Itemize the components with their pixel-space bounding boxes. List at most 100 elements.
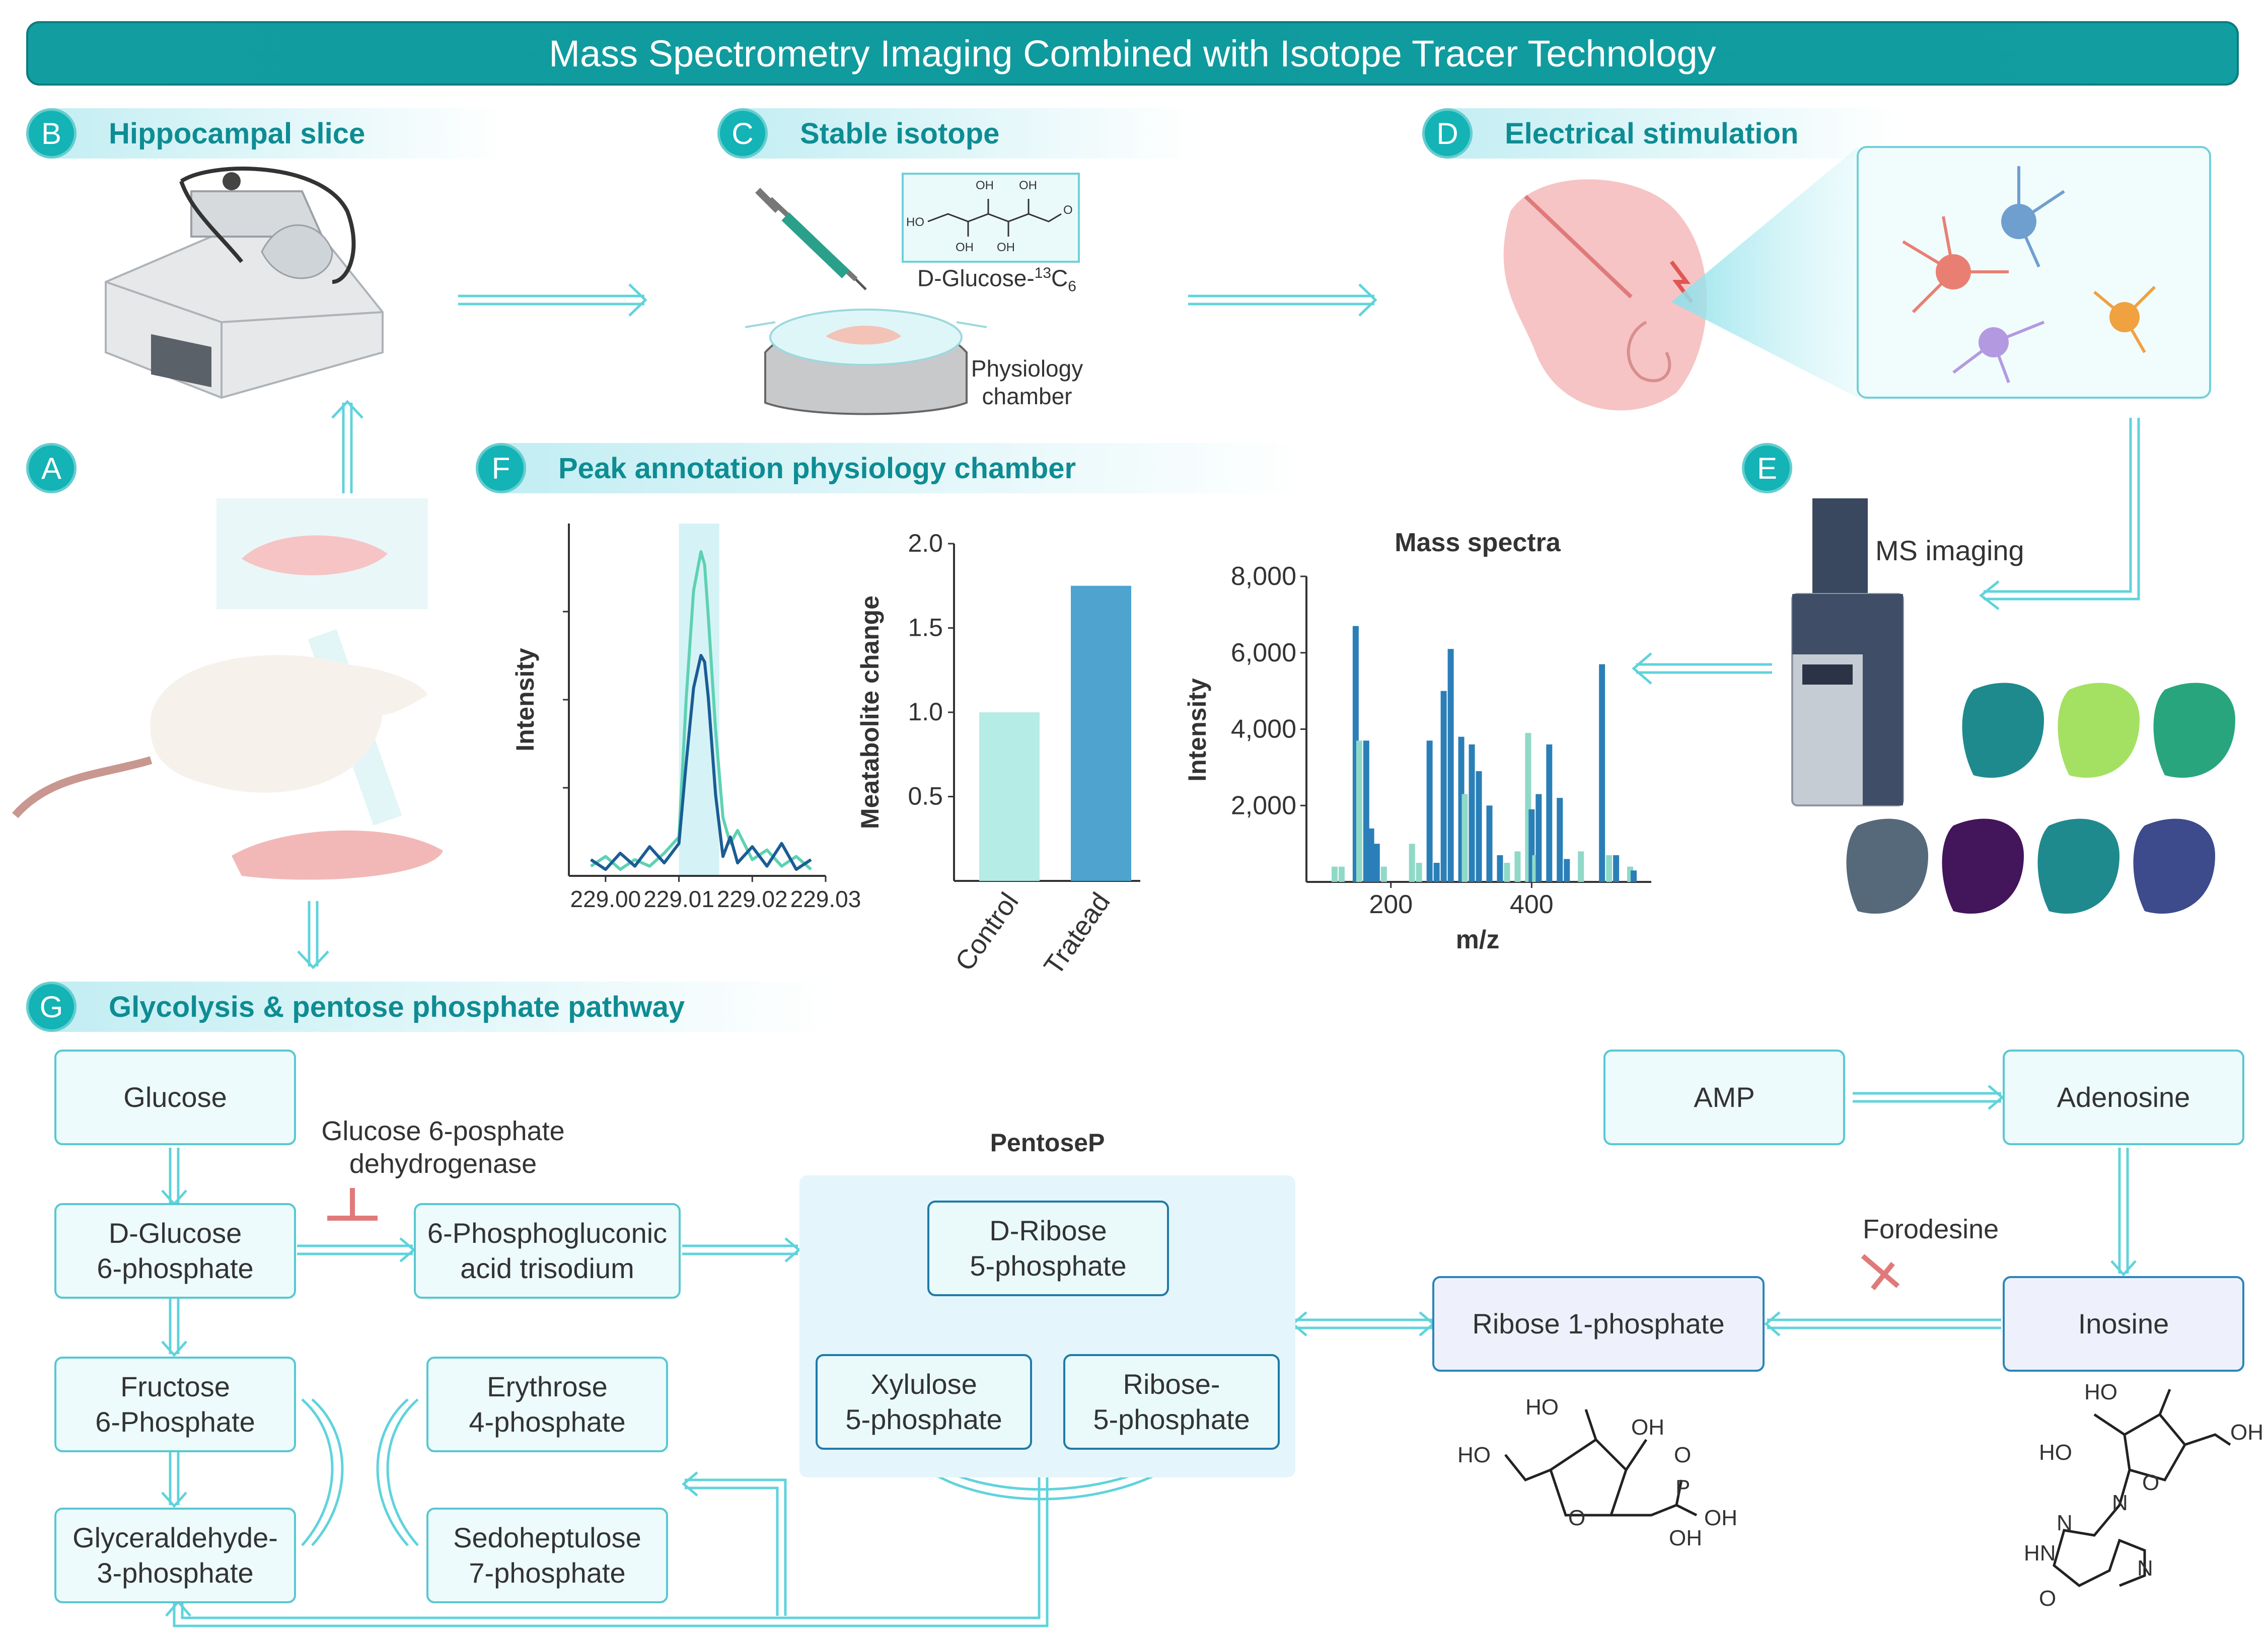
- section-b-letter: B: [26, 108, 77, 159]
- node-ribose-1-phosphate: Ribose 1-phosphate: [1432, 1276, 1765, 1372]
- node-label-line1: Fructose: [120, 1371, 230, 1402]
- x-tick-label: 229.00: [570, 886, 641, 912]
- isotope-compound: D-Glucose-: [917, 265, 1035, 291]
- node-xylulose-5-phosphate: Xylulose 5-phosphate: [816, 1354, 1032, 1450]
- section-c-title: Stable isotope: [800, 117, 1000, 150]
- node-6-phosphogluconic-acid: 6-Phosphogluconic acid trisodium: [414, 1203, 681, 1299]
- y-tick-label: 0.5: [908, 782, 943, 810]
- chamber-label-line1: Physiology: [971, 355, 1083, 382]
- y-tick-label: 2.0: [908, 529, 943, 557]
- node-d-ribose-5-phosphate: D-Ribose 5-phosphate: [927, 1201, 1169, 1296]
- inosine-hn: HN: [2024, 1541, 2056, 1566]
- chart-title: Mass spectra: [1395, 528, 1561, 557]
- section-e-header: E: [1742, 443, 1792, 493]
- inosine-oh: OH: [2230, 1420, 2263, 1445]
- spectrum-bar: [1380, 866, 1387, 882]
- r1p-p: P: [1675, 1475, 1691, 1500]
- physiology-chamber-label: Physiology chamber: [959, 355, 1095, 410]
- section-c-header: C Stable isotope: [717, 108, 1196, 159]
- syringe-illustration: [755, 188, 867, 290]
- node-glyceraldehyde-3-phosphate: Glyceraldehyde- 3-phosphate: [54, 1508, 296, 1603]
- section-a-header: A: [26, 443, 77, 493]
- node-label-line2: 5-phosphate: [1093, 1403, 1250, 1435]
- glucose-oh-2: OH: [1019, 179, 1037, 192]
- node-label-line2: 5-phosphate: [970, 1250, 1127, 1282]
- node-label-line2: 7-phosphate: [469, 1557, 626, 1589]
- ms-instrument-illustration: [1791, 498, 1904, 806]
- x-tick-label: Tratead: [1038, 887, 1116, 980]
- r1p-oh: OH: [1631, 1415, 1664, 1440]
- inosine-n-7: N: [2137, 1556, 2153, 1581]
- spectrum-bar: [1486, 805, 1493, 882]
- spectrum-bar: [1476, 771, 1482, 882]
- node-erythrose-4-phosphate: Erythrose 4-phosphate: [426, 1357, 668, 1452]
- section-f-header: F Peak annotation physiology chamber: [476, 443, 1306, 493]
- node-label-line1: Ribose-: [1123, 1368, 1220, 1400]
- x-axis-label: m/z: [1456, 925, 1500, 954]
- glucose-oh-3: OH: [956, 241, 974, 254]
- node-label-line2: 4-phosphate: [469, 1406, 626, 1438]
- glucose-oh-1: OH: [976, 179, 994, 192]
- spectrum-bar: [1461, 794, 1468, 882]
- bar-control: [979, 712, 1040, 881]
- node-label-line1: Sedoheptulose: [453, 1522, 641, 1553]
- ribose-1-phosphate-structure: [1504, 1409, 1698, 1517]
- r1p-p-oh-1: OH: [1704, 1506, 1737, 1530]
- physiology-chamber-illustration: [745, 173, 1080, 415]
- node-inosine: Inosine: [2003, 1276, 2244, 1372]
- spectrum-bar: [1606, 855, 1613, 882]
- spectrum-bar: [1514, 851, 1521, 882]
- r1p-p-oh-2: OH: [1669, 1526, 1702, 1550]
- y-tick-label: 6,000: [1231, 638, 1296, 667]
- y-tick-label: 2,000: [1231, 791, 1296, 820]
- r1p-ho-top: HO: [1525, 1395, 1559, 1420]
- x-tick-label: 200: [1369, 890, 1413, 919]
- y-axis-label: Intensity: [511, 648, 539, 752]
- isotope-count: 6: [1068, 278, 1076, 295]
- node-sedoheptulose-7-phosphate: Sedoheptulose 7-phosphate: [426, 1508, 668, 1603]
- section-f-letter: F: [476, 443, 526, 493]
- node-label-line2: 3-phosphate: [97, 1557, 254, 1589]
- spectrum-bar: [1631, 870, 1637, 882]
- section-g-letter: G: [26, 982, 77, 1032]
- node-label-line1: Erythrose: [487, 1371, 608, 1402]
- node-label-line1: 6-Phosphogluconic: [427, 1217, 668, 1249]
- spectrum-bar: [1331, 866, 1338, 882]
- spectrum-bar: [1578, 851, 1584, 882]
- brain-stimulation-illustration: [1503, 146, 2211, 411]
- y-axis-label: Meatabolite change: [856, 595, 884, 829]
- enzyme-label-line1: Glucose 6-posphate: [321, 1116, 565, 1146]
- inosine-ring-o: O: [2142, 1470, 2160, 1495]
- glucose-oh-4: OH: [997, 241, 1015, 254]
- y-axis-label: Intensity: [1183, 678, 1211, 782]
- section-d-title: Electrical stimulation: [1505, 117, 1799, 150]
- spectrum-bar: [1497, 855, 1503, 882]
- inhibition-marks: [327, 1188, 1900, 1291]
- r1p-p-o: O: [1674, 1443, 1692, 1467]
- r1p-ring-o: O: [1568, 1506, 1586, 1530]
- spectrum-bar: [1409, 844, 1415, 882]
- glucose-o: O: [1063, 203, 1073, 217]
- x-tick-label: 229.03: [790, 886, 861, 912]
- section-d-letter: D: [1422, 108, 1473, 159]
- section-c-letter: C: [717, 108, 768, 159]
- enzyme-label: Glucose 6-posphate dehydrogenase: [302, 1115, 584, 1180]
- spectrum-bar: [1426, 740, 1433, 882]
- inosine-ho-top: HO: [2084, 1380, 2117, 1404]
- node-d-glucose-6-phosphate: D-Glucose 6-phosphate: [54, 1203, 296, 1299]
- node-label-line1: Glyceraldehyde-: [72, 1522, 278, 1553]
- x-tick-label: 229.01: [643, 886, 714, 912]
- page-title: Mass Spectrometry Imaging Combined with …: [26, 21, 2239, 86]
- y-tick-label: 8,000: [1231, 562, 1296, 591]
- x-tick-label: 229.02: [717, 886, 788, 912]
- spectrum-bar: [1564, 859, 1570, 882]
- section-f-title: Peak annotation physiology chamber: [558, 452, 1076, 485]
- spectrum-bar: [1447, 649, 1454, 882]
- spectrum-bar: [1338, 866, 1345, 882]
- spectrum-bar: [1363, 740, 1369, 882]
- y-tick-label: 1.0: [908, 698, 943, 726]
- spectrum-bar: [1535, 794, 1542, 882]
- ms-imaging-label: MS imaging: [1875, 535, 2024, 566]
